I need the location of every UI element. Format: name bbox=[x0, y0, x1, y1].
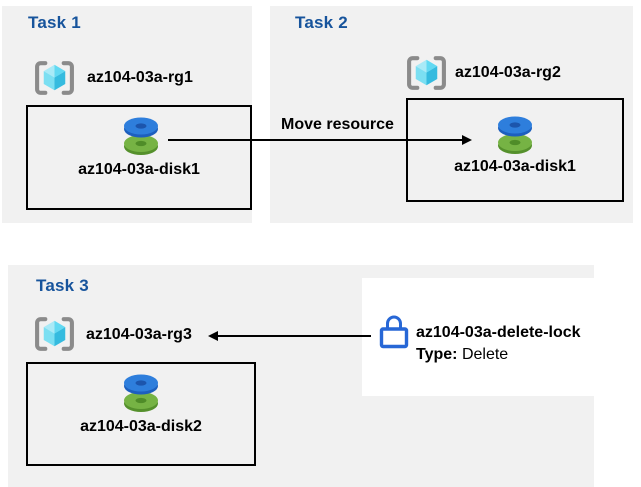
task2-panel bbox=[270, 6, 633, 223]
task2-title: Task 2 bbox=[295, 13, 348, 32]
task3-title: Task 3 bbox=[36, 276, 89, 295]
resource-group-icon bbox=[405, 54, 448, 92]
move-arrow-line bbox=[168, 139, 463, 141]
task1-disk-label: az104-03a-disk1 bbox=[78, 161, 200, 178]
task3-resource-group-label: az104-03a-rg3 bbox=[86, 326, 192, 343]
delete-lock-name: az104-03a-delete-lock bbox=[416, 324, 581, 341]
task1-resource-group-label: az104-03a-rg1 bbox=[87, 69, 193, 86]
task2-disk-label: az104-03a-disk1 bbox=[454, 158, 576, 175]
lock-arrow-head bbox=[208, 331, 218, 341]
resource-group-icon bbox=[33, 59, 76, 97]
lock-arrow-line bbox=[217, 335, 371, 337]
task3-disk-label: az104-03a-disk2 bbox=[80, 418, 202, 435]
disk-icon bbox=[496, 112, 534, 157]
task1-resource-box bbox=[26, 105, 252, 210]
disk-icon bbox=[122, 113, 160, 158]
task2-resource-group-label: az104-03a-rg2 bbox=[455, 64, 561, 81]
move-arrow-head bbox=[462, 135, 472, 145]
disk-icon bbox=[122, 370, 160, 415]
move-resource-label: Move resource bbox=[281, 116, 394, 133]
task1-title: Task 1 bbox=[28, 13, 81, 32]
delete-lock-type-value: Delete bbox=[461, 346, 509, 363]
task2-resource-box bbox=[406, 98, 624, 202]
lock-icon bbox=[374, 311, 413, 354]
delete-lock-type-label: Type: bbox=[416, 346, 458, 363]
task1-panel bbox=[2, 6, 252, 223]
resource-group-icon bbox=[33, 315, 76, 353]
delete-lock-type: Type: Delete bbox=[416, 346, 508, 364]
task3-resource-box bbox=[26, 362, 256, 466]
